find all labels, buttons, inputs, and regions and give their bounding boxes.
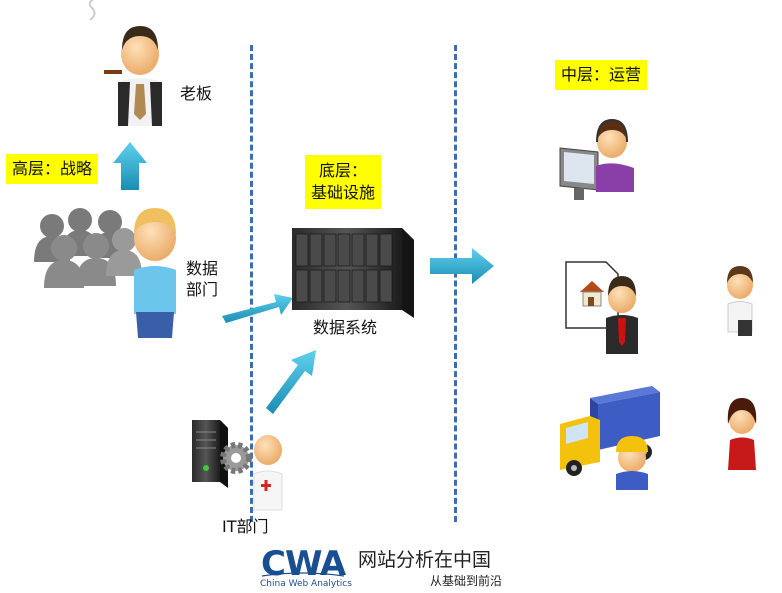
- logo-name-cn: 网站分析在中国: [358, 549, 492, 571]
- gear-icon: [220, 442, 252, 474]
- arrow-dept-to-system: [222, 294, 293, 323]
- label-data-system: 数据系统: [313, 318, 378, 337]
- label-high-layer: 高层：战略: [6, 154, 99, 184]
- small-figure-icon: [727, 266, 753, 336]
- logo-slogan-cn: 从基础到前沿: [430, 574, 503, 588]
- label-mid-layer: 中层：运营: [555, 60, 648, 90]
- doctor-figure-icon: [253, 435, 283, 511]
- label-it-dept: IT部门: [222, 517, 269, 536]
- arrow-to-operations: [430, 248, 494, 284]
- logo-mark: CWA: [261, 544, 346, 584]
- label-data-dept-line1: 数据: [186, 259, 219, 278]
- arrow-it-to-system: [266, 350, 316, 414]
- delivery-truck-icon: [560, 386, 660, 476]
- label-boss: 老板: [180, 84, 213, 103]
- cwa-logo-icon: [261, 572, 345, 577]
- call-center-icon: [559, 118, 634, 200]
- woman-figure-icon: [727, 398, 757, 470]
- label-bottom-layer-line2: 基础设施: [311, 183, 376, 202]
- label-bottom-layer: 底层： 基础设施: [305, 155, 382, 209]
- divider-right: [454, 45, 457, 522]
- server-rack-icon: [292, 228, 414, 318]
- crowd-icon: [34, 208, 142, 288]
- it-server-icon: [192, 420, 228, 488]
- label-data-dept: 数据 部门: [186, 258, 218, 300]
- businessman-icon: [606, 276, 638, 354]
- divider-left: [250, 45, 253, 522]
- worker-figure-icon: [616, 436, 648, 490]
- arrow-up: [113, 142, 147, 190]
- label-data-dept-line2: 部门: [186, 280, 219, 299]
- logo-tagline: China Web Analytics: [260, 579, 352, 589]
- data-dept-figure-icon: [134, 208, 176, 338]
- label-bottom-layer-line1: 底层：: [319, 161, 368, 180]
- boss-figure-icon: [88, 0, 162, 126]
